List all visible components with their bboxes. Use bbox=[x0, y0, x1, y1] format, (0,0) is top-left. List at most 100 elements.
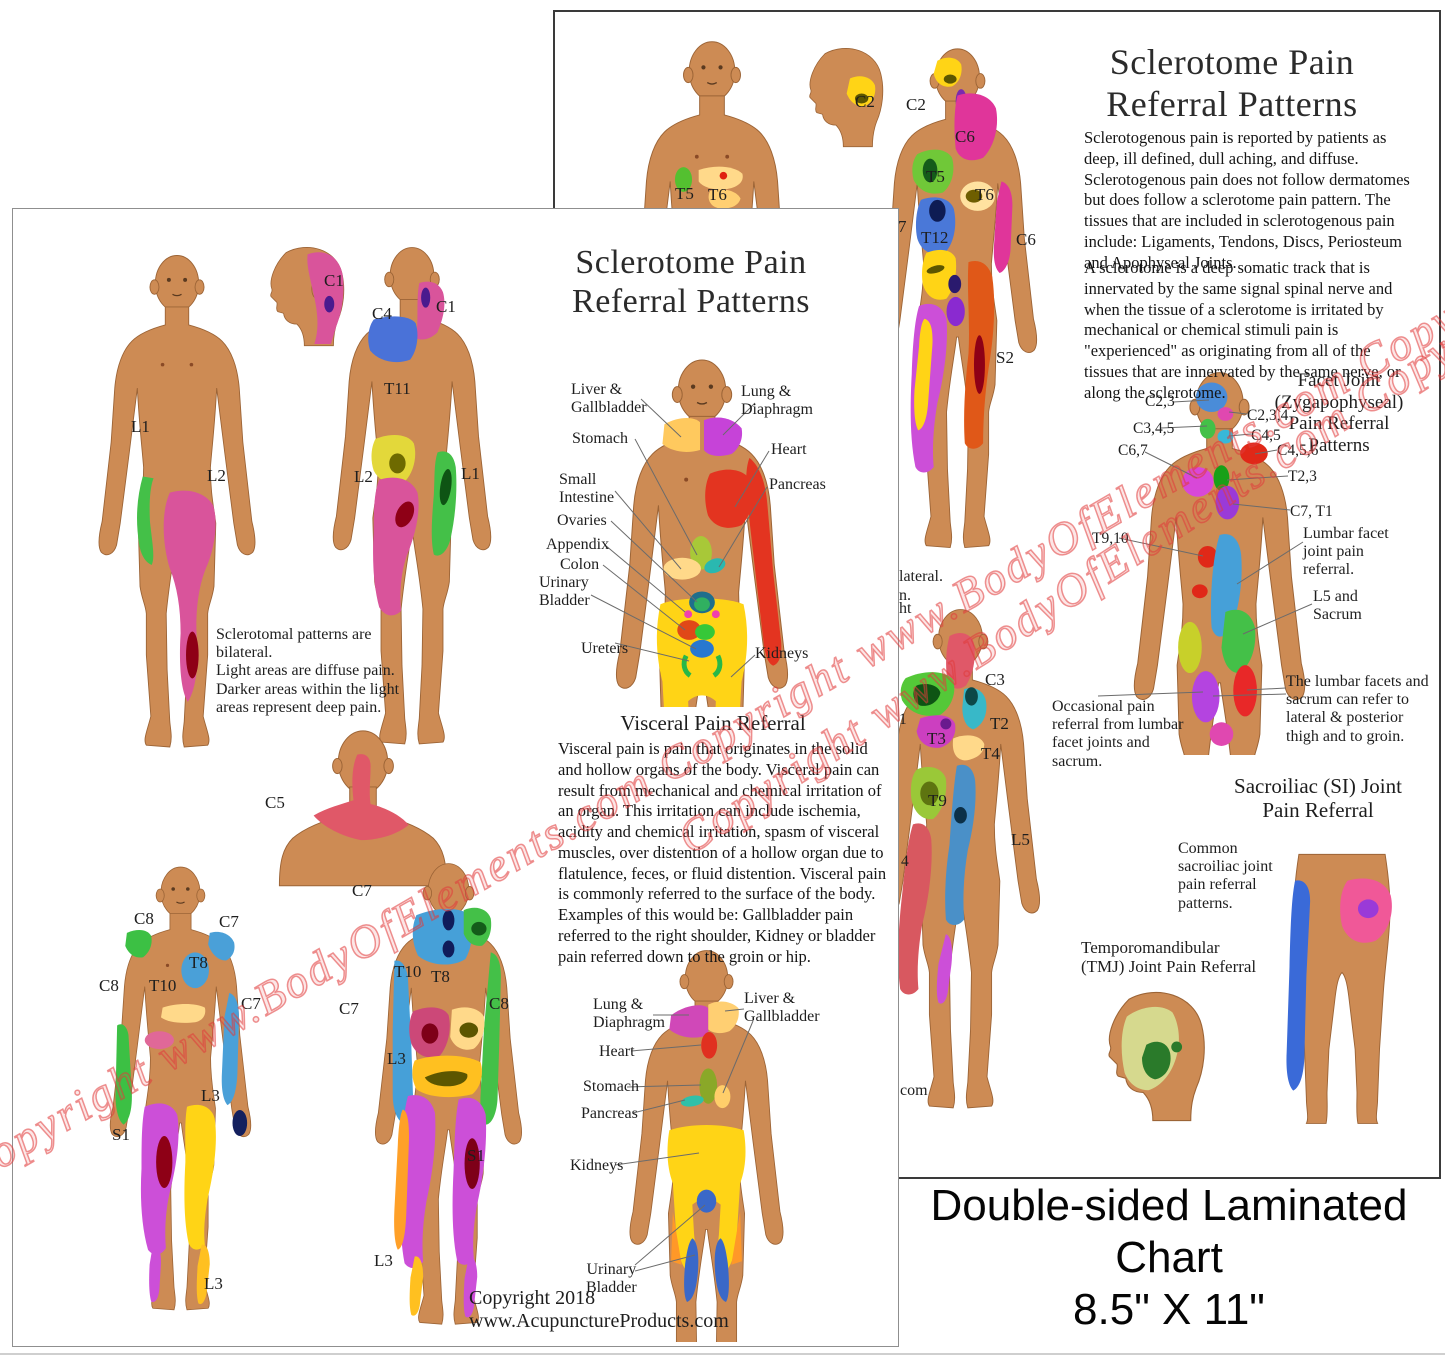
label-t12: T12 bbox=[921, 228, 949, 247]
label-l4-partial: 4 bbox=[901, 853, 909, 870]
pain-regions bbox=[137, 476, 216, 702]
label-t6-back: T6 bbox=[975, 185, 994, 204]
label-c23: C2,3 bbox=[1145, 393, 1175, 410]
label-c7-back-arm: C7 bbox=[339, 999, 359, 1018]
label-c7-arm: C7 bbox=[241, 994, 261, 1013]
label-t5: T5 bbox=[675, 184, 694, 203]
label-t8-front: T8 bbox=[189, 953, 208, 972]
pain-regions bbox=[898, 633, 987, 1004]
intro-paragraph-1: Sclerotogenous pain is reported by patie… bbox=[1084, 128, 1410, 272]
label-kidneys: Kidneys bbox=[755, 645, 809, 662]
label-urinary-bladder: Urinary Bladder bbox=[539, 574, 590, 610]
clipped-text-com: com bbox=[900, 1082, 928, 1099]
label-l2: L2 bbox=[207, 466, 226, 485]
si-joint-title: Sacroiliac (SI) Joint Pain Referral bbox=[1234, 774, 1402, 822]
label-c1-profile: C1 bbox=[324, 271, 344, 290]
label-ovaries: Ovaries bbox=[557, 512, 607, 529]
label-t7-partial: 7 bbox=[898, 217, 907, 236]
label-l3-calf: L3 bbox=[374, 1251, 393, 1270]
label-c6: C6 bbox=[955, 127, 975, 146]
label-c1: C1 bbox=[436, 297, 456, 316]
label-c7-back: C7 bbox=[352, 881, 372, 900]
label-lung-diaphragm-back: Lung & Diaphragm bbox=[593, 996, 665, 1032]
label-s1-front: S1 bbox=[112, 1125, 130, 1144]
clipped-text-3: ht bbox=[899, 600, 912, 617]
label-c345: C3,4,5 bbox=[1133, 420, 1175, 437]
label-t3: T3 bbox=[927, 729, 946, 748]
label-l3-back: L3 bbox=[387, 1049, 406, 1068]
bilateral-note: Sclerotomal patterns are bilateral. Ligh… bbox=[216, 626, 400, 716]
label-t10-front: T10 bbox=[149, 976, 177, 995]
label-colon: Colon bbox=[560, 556, 600, 573]
pain-regions bbox=[307, 252, 344, 345]
pain-regions bbox=[1121, 1006, 1183, 1091]
label-c7t1: C7, T1 bbox=[1290, 503, 1333, 520]
l5-sacrum-note: L5 and Sacrum bbox=[1313, 588, 1362, 624]
label-l3-thigh: L3 bbox=[201, 1086, 220, 1105]
label-liver-gallbladder: Liver & Gallbladder bbox=[571, 381, 647, 417]
label-stomach-back: Stomach bbox=[583, 1078, 639, 1095]
label-c8-shoulder: C8 bbox=[134, 909, 154, 928]
figure-profile-c1 bbox=[270, 246, 345, 347]
pain-regions bbox=[313, 754, 409, 841]
figure-tmj-head bbox=[1108, 991, 1205, 1122]
label-l1: L1 bbox=[131, 417, 150, 436]
label-t910: T9,10 bbox=[1092, 530, 1129, 547]
label-heart: Heart bbox=[771, 441, 807, 458]
label-c45: C4,5 bbox=[1251, 427, 1281, 444]
label-liver-gallbladder-back: Liver & Gallbladder bbox=[744, 990, 820, 1026]
label-t1-partial: 1 bbox=[899, 711, 907, 728]
lumbar-facet-note: Lumbar facet joint pain referral. bbox=[1303, 525, 1389, 579]
figure-back-upper bbox=[877, 48, 1038, 549]
label-c456: C4,5,6 bbox=[1277, 442, 1319, 459]
label-t9: T9 bbox=[928, 791, 947, 810]
label-lung-diaphragm: Lung & Diaphragm bbox=[741, 383, 813, 419]
figure-si-joint bbox=[1286, 853, 1392, 1124]
occasional-pain-note: Occasional pain referral from lumbar fac… bbox=[1052, 698, 1184, 770]
label-l3-shin: L3 bbox=[204, 1274, 223, 1293]
back-page-title: Sclerotome Pain Referral Patterns bbox=[1106, 42, 1358, 124]
caption-line2: 8.5" X 11" bbox=[1073, 1284, 1265, 1334]
pain-regions bbox=[368, 281, 457, 616]
label-l5: L5 bbox=[1011, 830, 1030, 849]
figure-profile-c2 bbox=[809, 47, 884, 148]
label-appendix: Appendix bbox=[546, 536, 610, 553]
label-l1-back: L1 bbox=[461, 464, 480, 483]
label-pancreas-back: Pancreas bbox=[581, 1105, 638, 1122]
label-t2: T2 bbox=[990, 714, 1009, 733]
label-c2: C2 bbox=[906, 95, 926, 114]
label-l2-back: L2 bbox=[354, 467, 373, 486]
label-c8-arm: C8 bbox=[99, 976, 119, 995]
visceral-paragraph: Visceral pain is pain that originates in… bbox=[558, 739, 887, 966]
figure-c5 bbox=[278, 730, 448, 887]
label-t6: T6 bbox=[708, 185, 727, 204]
label-c7-chest: C7 bbox=[219, 912, 239, 931]
label-heart-back: Heart bbox=[599, 1043, 635, 1060]
label-t10-back: T10 bbox=[394, 962, 422, 981]
label-c3: C3 bbox=[985, 670, 1005, 689]
figure-front-l1l2 bbox=[98, 255, 256, 748]
label-c2-profile: C2 bbox=[855, 92, 875, 111]
label-s2: S2 bbox=[996, 348, 1014, 367]
figure-back-c4 bbox=[332, 247, 492, 745]
product-caption: Double-sided Laminated Chart 8.5" X 11" bbox=[893, 1180, 1445, 1336]
label-c5: C5 bbox=[265, 793, 285, 812]
label-stomach: Stomach bbox=[572, 430, 628, 447]
front-page: Sclerotome Pain Referral Patterns L1 L2 … bbox=[12, 208, 899, 1347]
tmj-title: Temporomandibular (TMJ) Joint Pain Refer… bbox=[1081, 938, 1257, 977]
figure-back-partial bbox=[880, 609, 1041, 1109]
label-kidneys-back: Kidneys bbox=[570, 1157, 624, 1174]
pain-regions bbox=[846, 76, 876, 107]
pain-regions bbox=[115, 930, 248, 1305]
caption-line1: Double-sided Laminated Chart bbox=[930, 1181, 1408, 1282]
lumbar-refer-note: The lumbar facets and sacrum can refer t… bbox=[1286, 673, 1429, 745]
bottom-divider bbox=[0, 1353, 1445, 1355]
label-s1-back: S1 bbox=[467, 1146, 485, 1165]
label-c67: C6,7 bbox=[1118, 442, 1148, 459]
clipped-text-2: n. bbox=[899, 587, 911, 604]
figure-front-lower bbox=[109, 866, 252, 1311]
pain-regions bbox=[1286, 878, 1392, 1091]
label-c8-back-arm: C8 bbox=[489, 994, 509, 1013]
figure-back-lower bbox=[374, 863, 523, 1325]
